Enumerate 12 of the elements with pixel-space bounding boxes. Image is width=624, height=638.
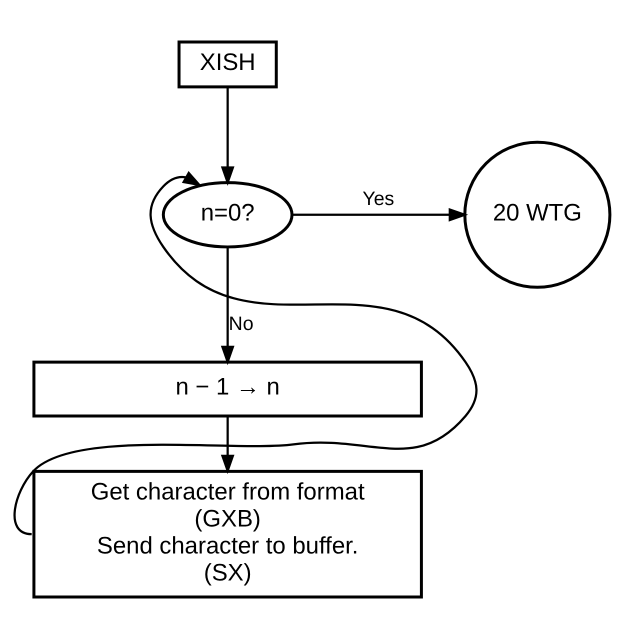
node-box: n − 1 → n bbox=[32, 360, 423, 417]
arrow bbox=[292, 207, 468, 222]
arrow bbox=[220, 416, 234, 474]
node-box: Get character from format (GXB) Send character to buffer. (SX) bbox=[32, 469, 423, 598]
node-ellipse: n=0? bbox=[162, 180, 294, 248]
node-box: XISH bbox=[178, 40, 278, 88]
edge-label: No bbox=[228, 312, 254, 334]
node-circle: 20 WTG bbox=[463, 140, 612, 288]
arrow bbox=[220, 246, 234, 365]
edge-label: Yes bbox=[362, 187, 394, 210]
arrow bbox=[14, 170, 478, 535]
arrow bbox=[220, 86, 234, 186]
